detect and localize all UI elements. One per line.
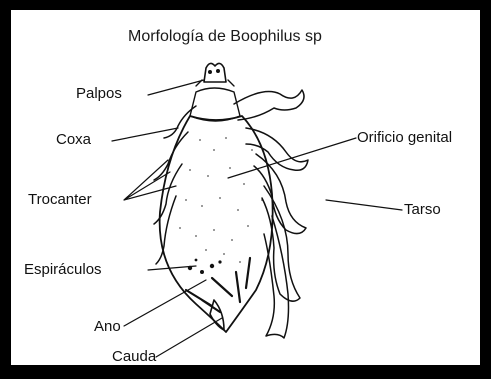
label-palpos: Palpos — [76, 86, 122, 101]
label-cauda: Cauda — [112, 349, 156, 364]
scutum — [190, 88, 240, 121]
capitulum — [196, 63, 234, 86]
label-espiraculos: Espiráculos — [24, 262, 102, 277]
label-coxa: Coxa — [56, 132, 91, 147]
body-outline — [160, 116, 273, 332]
label-trocanter: Trocanter — [28, 192, 92, 207]
cauda-shape — [210, 300, 224, 330]
label-orificio-genital: Orificio genital — [357, 130, 452, 145]
leader-lines — [112, 80, 402, 357]
legs-right — [234, 90, 308, 338]
label-tarso: Tarso — [404, 202, 441, 217]
label-ano: Ano — [94, 319, 121, 334]
body-stipple — [179, 137, 263, 263]
